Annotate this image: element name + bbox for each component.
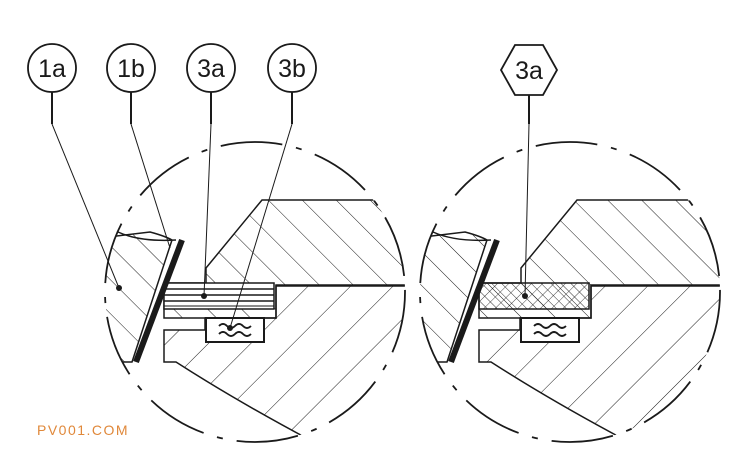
callout-1b-label: 1b	[117, 55, 145, 83]
seal-element-3b	[205, 317, 265, 343]
detail-circle-left	[104, 141, 406, 443]
callout-hex-3a-label: 3a	[515, 57, 543, 85]
callout-1a: 1a	[27, 43, 120, 289]
detail-circle-right	[419, 141, 721, 443]
housing-left-part-right	[420, 231, 488, 363]
left-detail	[104, 141, 406, 443]
sealing-layer-right	[448, 238, 500, 364]
sealing-layer-1b	[133, 238, 185, 364]
watermark-text: PV001.COM	[37, 422, 130, 438]
callout-3a-label: 3a	[197, 55, 225, 83]
callout-1a-label: 1a	[38, 55, 66, 83]
callout-hex-3a: 3a	[499, 44, 559, 297]
callout-3b-label: 3b	[278, 55, 306, 83]
guide-strip-3a	[163, 282, 275, 310]
right-detail	[419, 141, 721, 443]
callout-3a: 3a	[186, 43, 236, 297]
callout-1b: 1b	[106, 43, 171, 249]
seal-element-right	[520, 317, 580, 343]
housing-left-part	[105, 231, 173, 363]
callout-3b: 3b	[229, 43, 317, 329]
